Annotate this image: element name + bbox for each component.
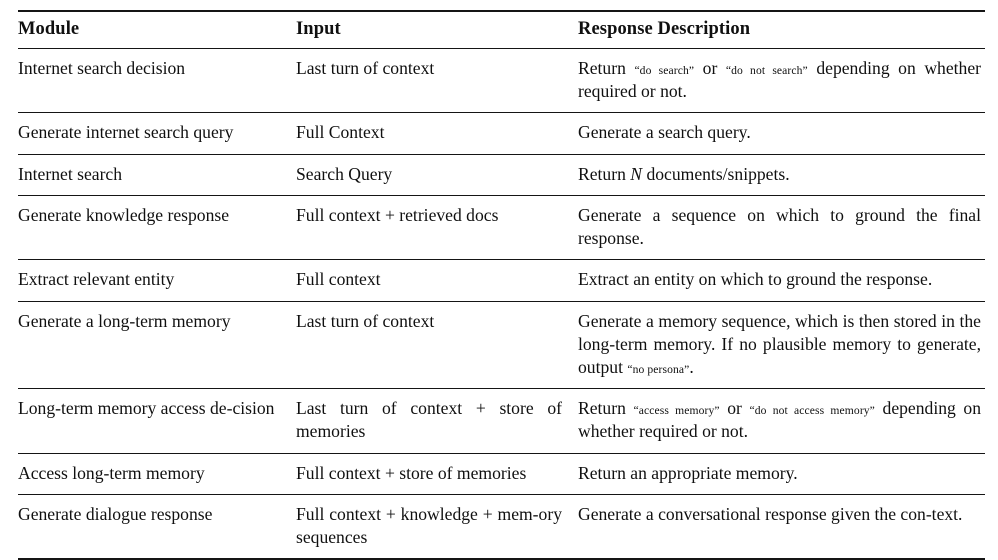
cell-module: Extract relevant entity (18, 259, 296, 302)
table-row: Generate knowledge response Full context… (18, 194, 985, 260)
cell-input: Last turn of context (296, 300, 578, 389)
table-row: Internet search decision Last turn of co… (18, 49, 985, 113)
cell-response: Generate a search query. (578, 112, 985, 155)
table-row: Generate a long-term memory Last turn of… (18, 300, 985, 389)
table-row: Extract relevant entity Full context Ext… (18, 259, 985, 302)
module-table: Module Input Response Description Intern… (18, 10, 985, 560)
response-text-mid: or (719, 398, 750, 419)
response-text-prefix: Return (578, 58, 635, 78)
cell-response: Generate a conversational response given… (578, 493, 985, 560)
table-row: Access long-term memory Full context + s… (18, 452, 985, 495)
column-header-response-description: Response Description (578, 10, 985, 49)
cell-response: Return “access memory” or “do not access… (578, 388, 985, 454)
table-row: Long-term memory access de‐cision Last t… (18, 388, 985, 454)
response-symbol-n: N (630, 163, 643, 184)
cell-input: Last turn of context + store of memories (296, 388, 578, 454)
cell-response: Return N documents/snippets. (578, 153, 985, 196)
cell-module: Internet search (18, 153, 296, 196)
cell-input: Search Query (296, 153, 578, 196)
table-row: Generate internet search query Full Cont… (18, 112, 985, 155)
module-table-container: Module Input Response Description Intern… (18, 10, 985, 560)
response-literal-do-not-search: “do not search” (725, 64, 808, 77)
table-row: Internet search Search Query Return N do… (18, 153, 985, 196)
response-literal-do-not-access-memory: “do not access memory” (749, 404, 875, 418)
response-literal-no-persona: “no persona” (627, 362, 690, 376)
response-text-prefix: Return (578, 163, 631, 184)
response-text-suffix: documents/snippets. (642, 163, 790, 184)
response-text-prefix: Return (578, 398, 634, 419)
column-header-module: Module (18, 10, 296, 49)
table-head: Module Input Response Description (18, 10, 985, 49)
response-text-mid: or (694, 58, 726, 78)
cell-response: Generate a memory sequence, which is the… (578, 300, 985, 389)
response-literal-access-memory: “access memory” (633, 404, 720, 418)
cell-input: Full context + retrieved docs (296, 194, 578, 260)
table-body: Internet search decision Last turn of co… (18, 49, 985, 560)
response-text-suffix: . (689, 356, 694, 377)
table-row: Generate dialogue response Full context … (18, 493, 985, 560)
cell-module: Generate a long-term memory (18, 300, 296, 389)
cell-module: Internet search decision (18, 58, 186, 78)
cell-response: Return “do search” or “do not search” de… (578, 49, 985, 113)
cell-input: Last turn of context (296, 58, 435, 78)
response-literal-do-search: “do search” (634, 64, 695, 77)
response-text-suffix: depending on whether required or not. (578, 398, 981, 442)
cell-module: Long-term memory access de‐cision (18, 388, 296, 454)
cell-input: Full context + store of memories (296, 452, 578, 495)
cell-module: Generate knowledge response (18, 194, 296, 260)
cell-response: Return an appropriate memory. (578, 452, 985, 495)
cell-response: Extract an entity on which to ground the… (578, 259, 985, 302)
cell-input: Full Context (296, 112, 578, 155)
response-text-prefix: Generate a memory sequence, which is the… (578, 310, 981, 377)
cell-module: Generate dialogue response (18, 493, 296, 560)
cell-response: Generate a sequence on which to ground t… (578, 194, 985, 260)
cell-module: Generate internet search query (18, 112, 296, 155)
column-header-input: Input (296, 10, 578, 49)
header-row: Module Input Response Description (18, 10, 985, 49)
cell-input: Full context (296, 259, 578, 302)
cell-module: Access long-term memory (18, 452, 296, 495)
response-text-suffix: depending on whether required or not. (578, 58, 981, 102)
cell-input: Full context + knowledge + mem‐ory seque… (296, 493, 578, 560)
